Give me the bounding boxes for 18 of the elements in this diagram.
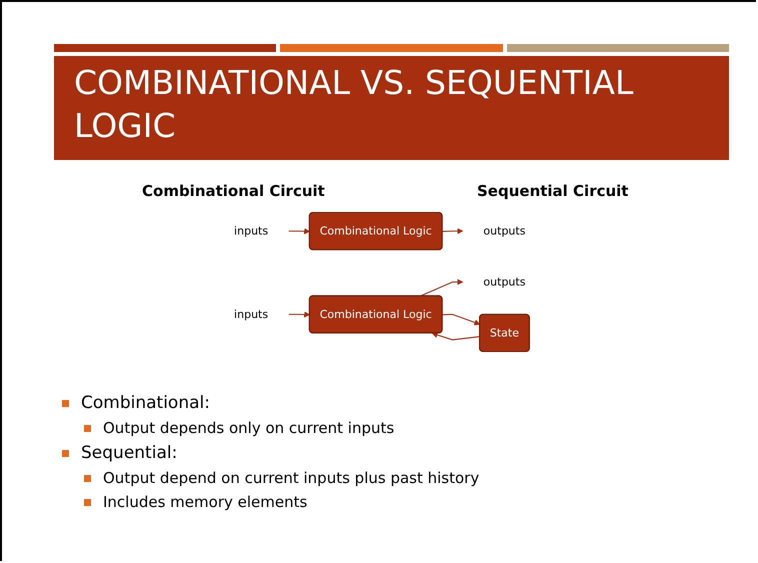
bullet-text: Combinational: bbox=[81, 393, 210, 413]
arrow bbox=[442, 314, 480, 326]
arrow bbox=[289, 228, 310, 234]
circuit-heading: Combinational Circuit bbox=[142, 182, 325, 200]
bullet-text: Sequential: bbox=[81, 443, 178, 463]
node-text: outputs bbox=[484, 275, 526, 288]
arrow bbox=[420, 278, 464, 297]
node-text: outputs bbox=[484, 224, 526, 238]
node-text: inputs bbox=[234, 307, 268, 321]
arrow bbox=[442, 228, 464, 234]
slide-title: COMBINATIONAL VS. SEQUENTIAL LOGIC bbox=[54, 56, 729, 160]
node-text: inputs bbox=[234, 224, 268, 238]
bullet-text: Output depend on current inputs plus past history bbox=[103, 469, 480, 487]
arrow bbox=[432, 332, 480, 340]
bullet-text: Includes memory elements bbox=[103, 493, 308, 511]
arrow bbox=[289, 311, 310, 318]
bullet-text: Output depends only on current inputs bbox=[103, 419, 394, 437]
circuit-heading: Sequential Circuit bbox=[477, 182, 628, 200]
